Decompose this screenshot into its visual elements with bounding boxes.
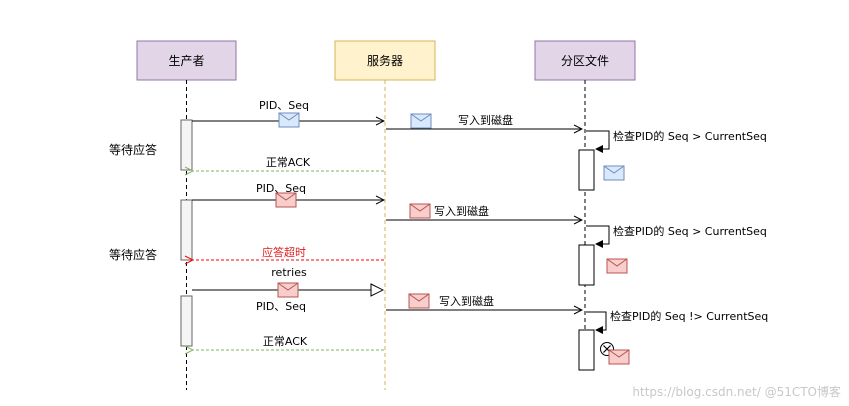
participant-producer: 生产者 [136, 40, 237, 81]
participant-server-label: 服务器 [367, 53, 403, 68]
envelope-icon [278, 112, 300, 128]
self-check-3-arrow [586, 311, 607, 334]
check3-label: 检查PID的 Seq !> CurrentSeq [610, 309, 768, 323]
envelope-icon [410, 113, 432, 129]
envelope-icon [409, 203, 431, 219]
wait-label-1: 等待应答 [109, 142, 157, 157]
envelope-icon [408, 293, 430, 309]
self-check-2-arrow [586, 225, 610, 248]
activation-file-1 [578, 149, 595, 191]
envelope-icon [603, 165, 625, 181]
write3-label: 写入到磁盘 [439, 294, 494, 308]
activation-producer-1 [180, 119, 193, 171]
retries-label: retries [271, 266, 307, 279]
activation-producer-3 [180, 295, 193, 347]
wait-label-2: 等待应答 [109, 247, 157, 262]
envelope-icon [275, 192, 297, 208]
participant-file-label: 分区文件 [561, 53, 609, 68]
watermark: https://blog.csdn.net/ @51CTO博客 [632, 385, 841, 399]
check1-label: 检查PID的 Seq > CurrentSeq [613, 129, 767, 143]
timeout-label: 应答超时 [262, 245, 306, 259]
activation-producer-2 [180, 199, 193, 261]
activation-file-2 [578, 244, 595, 286]
self-check-1-arrow [586, 130, 610, 153]
activation-file-3 [578, 329, 595, 371]
envelope-icon [606, 258, 628, 274]
participant-producer-label: 生产者 [168, 54, 204, 68]
msg2-label: PID、Seq [256, 182, 306, 195]
ack1-label: 正常ACK [266, 156, 311, 169]
check2-label: 检查PID的 Seq > CurrentSeq [613, 224, 767, 238]
msg3-label: PID、Seq [256, 300, 306, 313]
msg1-label: PID、Seq [259, 99, 309, 112]
participant-partition-file: 分区文件 [534, 40, 636, 81]
ack3-label: 正常ACK [263, 335, 308, 348]
write1-label: 写入到磁盘 [458, 113, 513, 127]
envelope-icon [277, 282, 299, 298]
envelope-icon [608, 349, 630, 365]
write2-label: 写入到磁盘 [434, 204, 489, 218]
participant-server: 服务器 [334, 40, 436, 81]
